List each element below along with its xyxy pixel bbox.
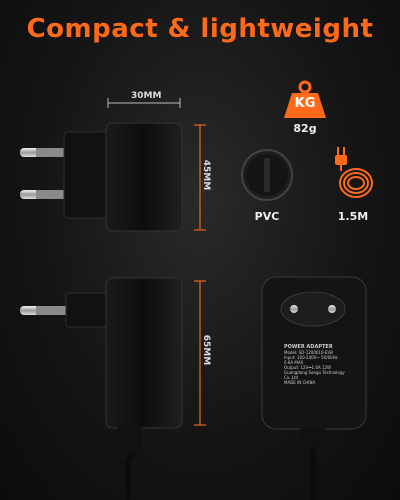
height-dimension-label-bottom: 65MM bbox=[201, 334, 212, 366]
height-dimension-label-top: 45MM bbox=[201, 159, 212, 191]
adapter-label-line: Input: 100-240V~ 50/60Hz 0.6A MAX bbox=[284, 355, 338, 365]
weight-icon bbox=[284, 80, 326, 118]
adapter-label: POWER ADAPTER Model: SD-1200010-EVB Inpu… bbox=[284, 344, 346, 386]
material-label: PVC bbox=[254, 210, 280, 223]
weight-value: 82g bbox=[293, 122, 317, 135]
cable-icon bbox=[335, 147, 373, 198]
weight-badge-text: KG bbox=[294, 96, 316, 111]
headline: Compact & lightweight bbox=[26, 14, 374, 44]
cable-length-label: 1.5M bbox=[337, 210, 369, 223]
adapter-label-line: Output: 12V⎓1.0A 12W bbox=[284, 365, 331, 370]
pvc-icon bbox=[241, 149, 293, 201]
width-dimension-label: 30MM bbox=[131, 91, 162, 101]
adapter-label-line: Model: SD-1200010-EVB bbox=[284, 350, 333, 355]
adapter-label-title: POWER ADAPTER bbox=[284, 344, 333, 350]
adapter-label-line: Guangdong Sangu Technology Co.,Ltd bbox=[284, 370, 345, 380]
adapter-label-line: MADE IN CHINA bbox=[284, 380, 316, 385]
